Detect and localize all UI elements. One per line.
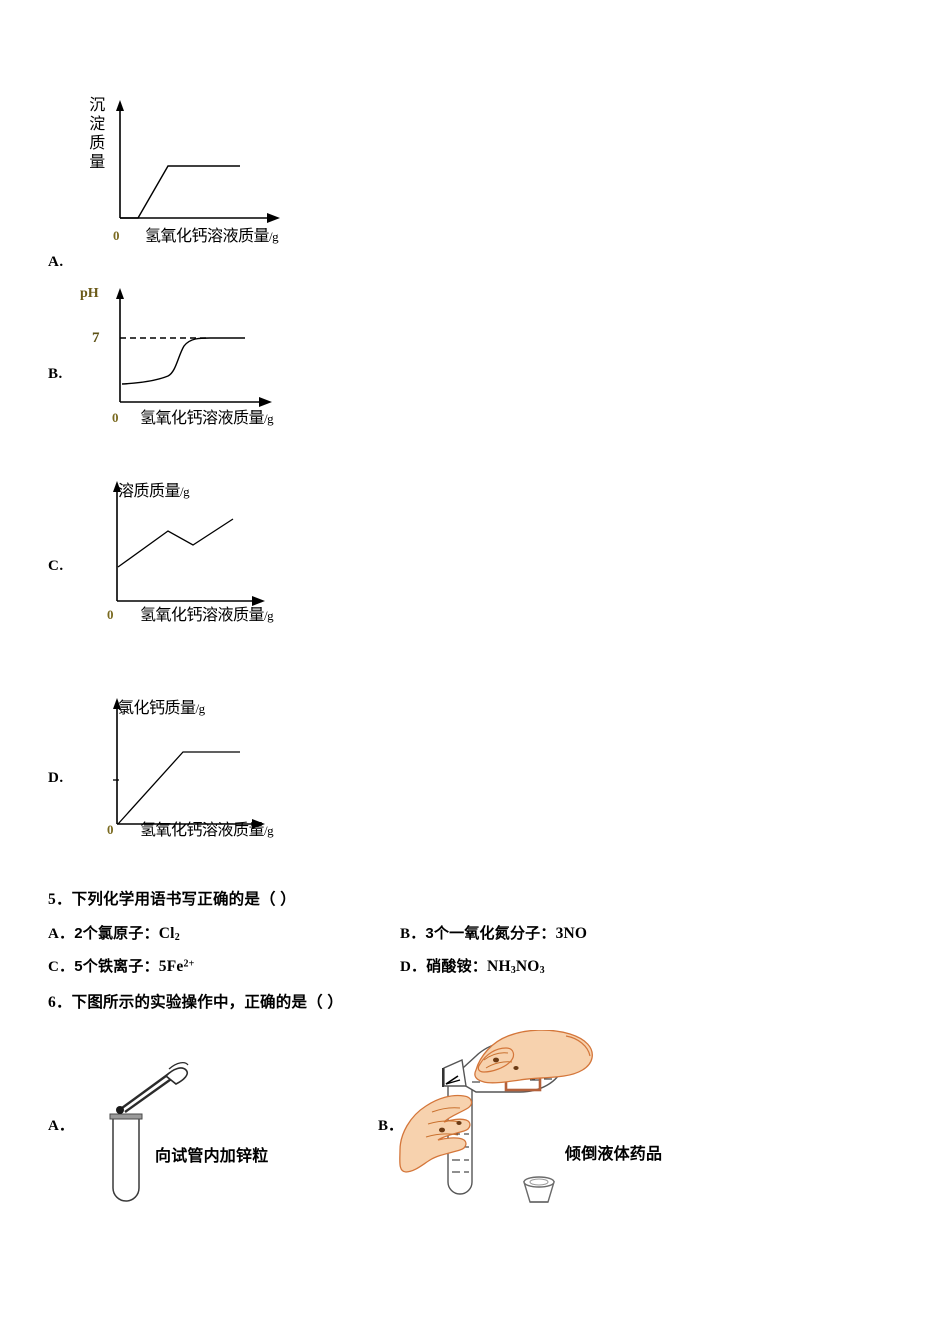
- question5-choice-c-element: 5Fe: [158, 958, 184, 975]
- chart-b-x-axis-text: 氢氧化钙溶液质量: [140, 410, 265, 427]
- question6-number: 6．: [48, 994, 72, 1011]
- pouring-liquid-svg: [399, 1029, 593, 1203]
- chart-c-plot: [105, 479, 315, 614]
- question5-number: 5．: [48, 891, 72, 908]
- question6-option-a-caption: 向试管内加锌粒: [155, 1148, 269, 1165]
- chart-a-plot: [110, 100, 310, 235]
- chart-c-x-axis-text: 氢氧化钙溶液质量: [140, 607, 265, 624]
- chart-c-y-axis-text: 溶质质量: [118, 483, 181, 500]
- chart-a-svg: [116, 100, 280, 223]
- question5-stem: 5．下列化学用语书写正确的是（ ）: [48, 887, 296, 909]
- chart-option-b-letter: B.: [48, 366, 63, 382]
- chart-d-svg: [113, 698, 265, 829]
- chart-c-x-axis-unit: /g: [264, 608, 274, 623]
- chart-c-origin-label: 0: [107, 607, 114, 622]
- chart-b-origin-label: 0: [112, 410, 119, 425]
- question5-choice-c[interactable]: C．5个铁离子：5Fe2+: [48, 955, 195, 976]
- question5-choice-a-formula: Cl2: [158, 925, 180, 944]
- chart-option-a: A. 沉淀质量 0 氢氧化钙溶液质量/g: [0, 80, 420, 270]
- chart-option-c: C. 溶质质量/g 0 氢氧化钙溶液质量/g: [0, 465, 420, 635]
- chart-a-y-axis-label: 沉淀质量: [89, 97, 105, 171]
- chart-d-y-axis-label: 氯化钙质量/g: [118, 694, 205, 718]
- chart-option-d: D. 氯化钙质量/g 0 氢氧化钙溶液质量/g: [0, 670, 420, 850]
- question5-choice-d-text: 硝酸铵：: [426, 958, 488, 975]
- chart-d-x-axis-text: 氢氧化钙溶液质量: [140, 822, 265, 839]
- question5-choice-d-tag: D．: [400, 959, 427, 975]
- chart-b-y-axis-label: pH: [80, 286, 99, 301]
- question5-choice-a[interactable]: A．2个氯原子：Cl2: [48, 922, 180, 943]
- question5-choice-b[interactable]: B．3个一氧化氮分子：3NO: [400, 922, 587, 943]
- question5-choice-c-formula: 5Fe2+: [159, 958, 195, 975]
- tweezers-icon: [121, 1062, 189, 1113]
- question5-choice-d-element-1: NH: [487, 958, 511, 975]
- question5-choice-b-tag: B．: [400, 926, 426, 942]
- question6-option-b-caption: 倾倒液体药品: [565, 1146, 663, 1163]
- right-hand-icon: [474, 1029, 593, 1084]
- zinc-granule-icon: [116, 1106, 124, 1114]
- chart-option-c-letter: C.: [48, 558, 64, 574]
- chart-a-x-axis-label: 氢氧化钙溶液质量/g: [145, 222, 279, 246]
- chart-option-b: B. pH 7 0 氢氧化钙溶液质量/g: [0, 270, 420, 440]
- chart-b-plot: [110, 286, 310, 416]
- chart-b-y-tick-7: 7: [92, 330, 100, 346]
- question6-option-a[interactable]: A． 向试管内加锌粒: [0, 1030, 370, 1210]
- question5-choice-c-text: 5个铁离子：: [74, 958, 159, 975]
- chart-b-x-axis-label: 氢氧化钙溶液质量/g: [140, 404, 274, 428]
- question5-choice-d-sub-1: 3: [510, 965, 516, 977]
- question5-choice-c-sup: 2+: [183, 958, 195, 970]
- chart-c-svg: [113, 481, 265, 606]
- bottle-stopper-icon: [523, 1176, 555, 1203]
- question5-choice-c-tag: C．: [48, 959, 75, 975]
- question6-stem: 6．下图所示的实验操作中，正确的是（ ）: [48, 990, 343, 1012]
- chart-d-y-axis-text: 氯化钙质量: [118, 700, 196, 717]
- chart-d-origin-label: 0: [107, 822, 114, 837]
- question5-choice-d-formula: NH3NO3: [487, 958, 545, 977]
- question5-choice-d[interactable]: D．硝酸铵：NH3NO3: [400, 955, 545, 976]
- chart-a-x-axis-text: 氢氧化钙溶液质量: [145, 228, 270, 245]
- left-hand-icon: [399, 1094, 473, 1173]
- chart-c-y-axis-label: 溶质质量/g: [118, 477, 190, 501]
- chart-c-x-axis-label: 氢氧化钙溶液质量/g: [140, 601, 274, 625]
- chart-a-x-axis-unit: /g: [269, 229, 279, 244]
- chart-a-origin-label: 0: [113, 228, 120, 243]
- test-tube-zinc-svg: [109, 1062, 189, 1202]
- question6-option-b[interactable]: B．: [370, 1029, 950, 1230]
- chart-b-x-axis-unit: /g: [264, 411, 274, 426]
- question5-choice-a-sub: 2: [174, 932, 180, 944]
- question5-choice-a-tag: A．: [48, 926, 75, 942]
- question5-choice-d-element-2: NO: [515, 958, 540, 975]
- question5-stem-text: 下列化学用语书写正确的是（ ）: [71, 891, 296, 908]
- question5-choice-b-formula: 3NO: [555, 925, 588, 942]
- chart-d-x-axis-unit: /g: [264, 823, 274, 838]
- test-tube-zinc-figure: [70, 1040, 270, 1215]
- question6-stem-text: 下图所示的实验操作中，正确的是（ ）: [71, 994, 344, 1011]
- chart-option-d-letter: D.: [48, 770, 64, 786]
- question6-option-a-letter: A．: [48, 1118, 74, 1134]
- question5-choice-d-sub-2: 3: [539, 965, 545, 977]
- chart-d-plot: [105, 696, 315, 836]
- question5-choice-a-text: 2个氯原子：: [74, 925, 159, 942]
- pouring-liquid-figure: [380, 1029, 640, 1235]
- chart-d-x-axis-label: 氢氧化钙溶液质量/g: [140, 816, 274, 840]
- question5-choice-b-text: 3个一氧化氮分子：: [425, 925, 556, 942]
- question5-choice-a-element: Cl: [158, 925, 175, 942]
- chart-option-a-letter: A.: [48, 254, 64, 270]
- chart-b-svg: [116, 288, 272, 407]
- question6-option-b-letter: B．: [378, 1118, 404, 1134]
- chart-d-y-axis-unit: /g: [195, 701, 206, 716]
- chart-c-y-axis-unit: /g: [180, 484, 190, 499]
